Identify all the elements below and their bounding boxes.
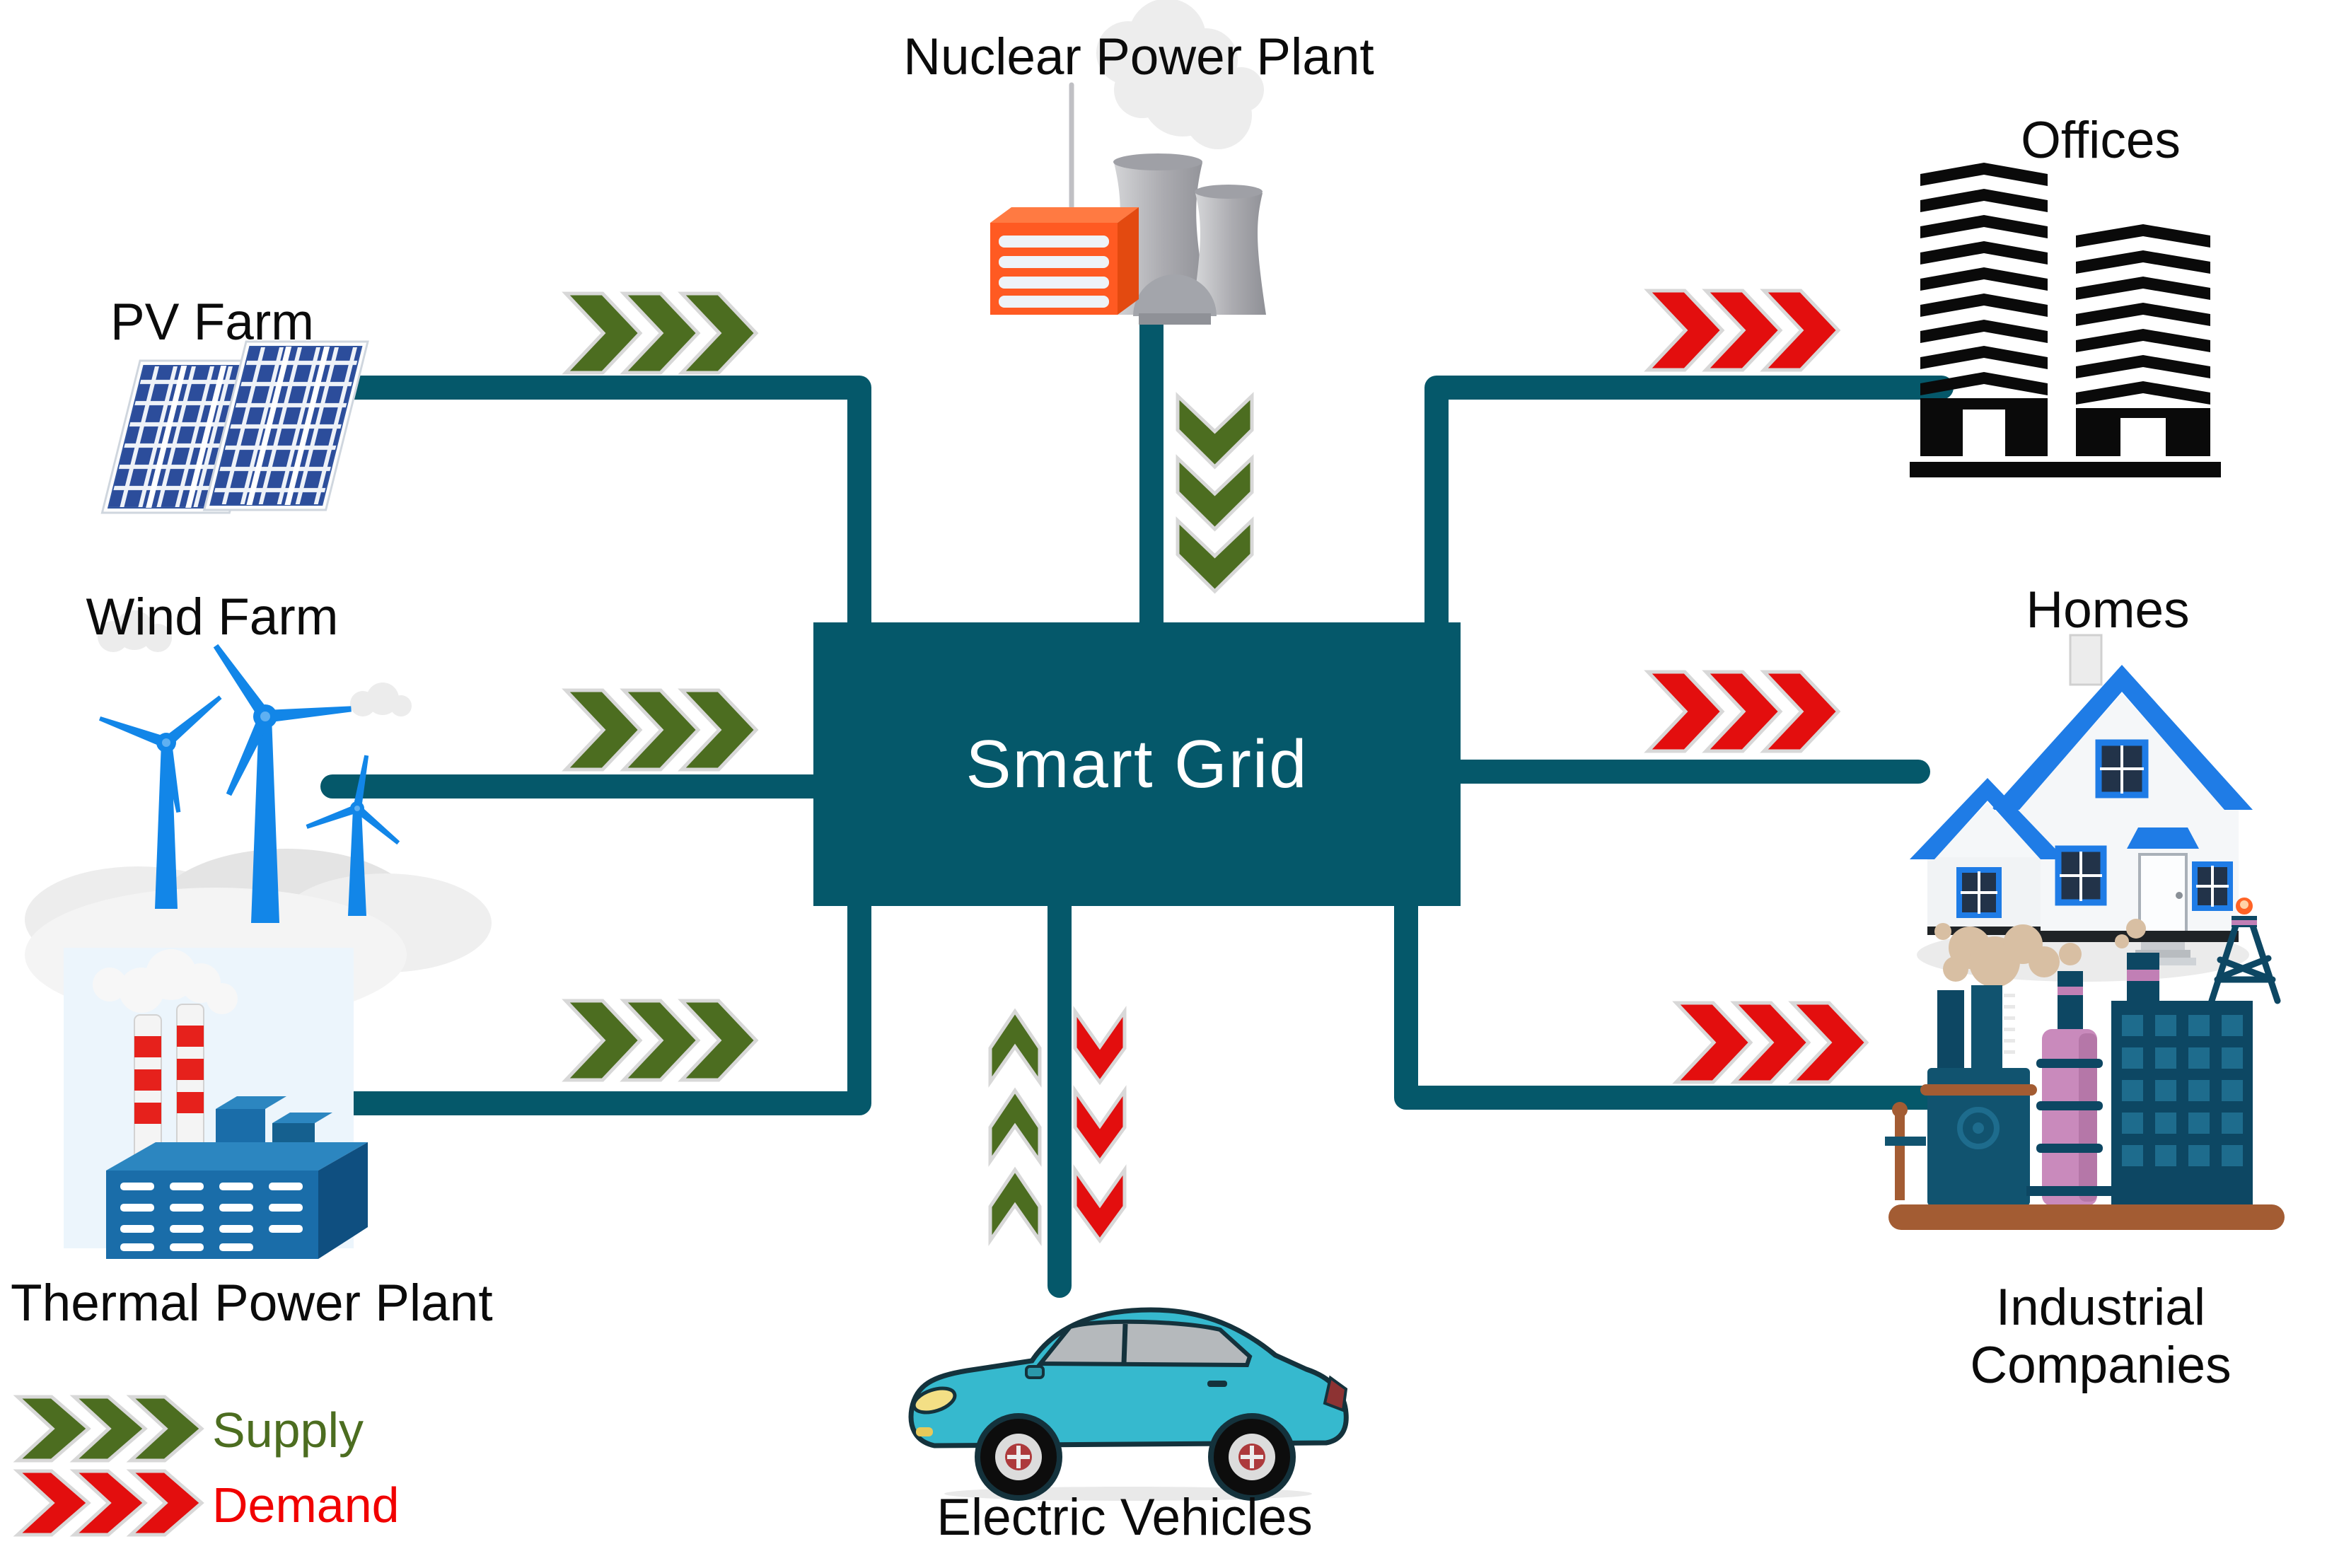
industrial-icon (1885, 898, 2285, 1230)
thermal-plant-icon (64, 948, 368, 1259)
supply-arrows-wind (566, 690, 757, 770)
supply-arrows-nuclear (1178, 396, 1252, 591)
demand-arrows-offices (1648, 291, 1839, 370)
ev-label: Electric Vehicles (936, 1489, 1313, 1546)
supply-arrows-pv (566, 294, 757, 373)
legend-demand-label: Demand (212, 1477, 400, 1533)
nuclear-plant-icon (990, 0, 1266, 325)
legend-demand-arrows-icon (18, 1471, 202, 1535)
industrial-label: Industrial Companies (1970, 1279, 2232, 1394)
thermal-label: Thermal Power Plant (11, 1274, 493, 1332)
connector-thermal (221, 890, 871, 1115)
offices-label: Offices (2021, 112, 2181, 169)
connector-pv (320, 376, 871, 645)
wind-label: Wind Farm (86, 588, 339, 646)
supply-arrows-thermal (566, 1001, 757, 1080)
nuclear-label: Nuclear Power Plant (903, 28, 1374, 86)
demand-arrows-industrial (1676, 1003, 1867, 1082)
homes-label: Homes (2026, 581, 2190, 639)
legend-supply-arrows-icon (18, 1397, 202, 1460)
pv-farm-icon (100, 340, 369, 514)
offices-icon (1910, 163, 2221, 477)
supply-arrows-ev (990, 1011, 1040, 1241)
connector-industrial (1394, 888, 1943, 1110)
demand-arrows-homes (1648, 672, 1839, 751)
smart-grid-title: Smart Grid (965, 726, 1308, 802)
legend-supply-label: Supply (212, 1403, 364, 1458)
ev-car-icon (908, 1307, 1349, 1501)
connector-offices (1424, 376, 1954, 641)
pv-label: PV Farm (110, 294, 314, 351)
demand-arrows-ev (1075, 1011, 1125, 1241)
smart-grid-box: Smart Grid (813, 622, 1461, 906)
wind-farm-icon (25, 610, 492, 1022)
